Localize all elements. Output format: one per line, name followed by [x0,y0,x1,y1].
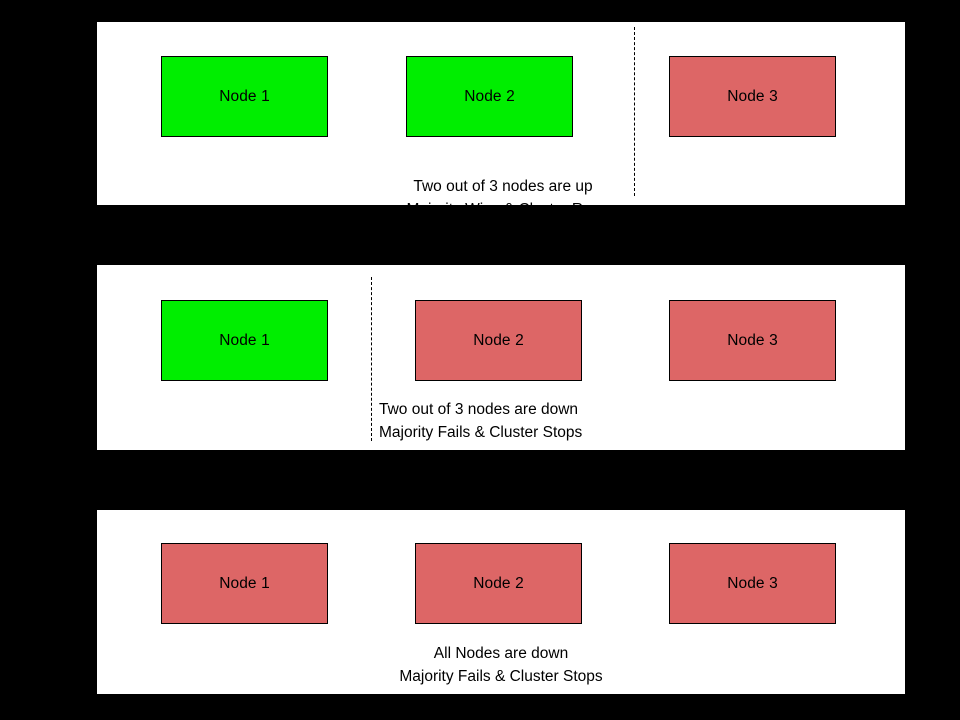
panel-caption: All Nodes are down Majority Fails & Clus… [301,642,701,688]
caption-line-2: Majority Fails & Cluster Stops [399,668,603,685]
node-label: Node 2 [464,87,515,105]
node-box-2[interactable]: Node 2 [406,56,573,137]
node-label: Node 3 [727,87,778,105]
node-box-1[interactable]: Node 1 [161,300,328,381]
caption-line-1: Two out of 3 nodes are down [379,401,579,418]
quorum-divider-line [634,27,635,196]
node-label: Node 1 [219,574,270,592]
caption-line-2: , Majority Wins & Cluster Runs [397,201,609,218]
panel-two-up: Node 1 Node 2 Node 3 Two out of 3 nodes … [97,22,905,218]
panel-all-down: Node 1 Node 2 Node 3 All Nodes are down … [97,510,905,694]
node-label: Node 3 [727,331,778,349]
node-label: Node 1 [219,331,270,349]
node-label: Node 2 [473,574,524,592]
quorum-divider-line [371,277,372,441]
panel-caption: Two out of 3 nodes are down Majority Fai… [379,398,799,444]
caption-line-1: All Nodes are down [433,645,569,662]
node-box-2[interactable]: Node 2 [415,300,582,381]
node-box-1[interactable]: Node 1 [161,543,328,624]
panel-caption: Two out of 3 nodes are up , Majority Win… [303,175,703,221]
node-box-3[interactable]: Node 3 [669,543,836,624]
node-box-3[interactable]: Node 3 [669,56,836,137]
panel-two-down: Node 1 Node 2 Node 3 Two out of 3 nodes … [97,265,905,450]
node-box-2[interactable]: Node 2 [415,543,582,624]
node-box-1[interactable]: Node 1 [161,56,328,137]
node-label: Node 2 [473,331,524,349]
node-label: Node 1 [219,87,270,105]
caption-line-2: Majority Fails & Cluster Stops [379,424,583,441]
caption-line-1: Two out of 3 nodes are up [413,178,593,195]
node-box-3[interactable]: Node 3 [669,300,836,381]
node-label: Node 3 [727,574,778,592]
